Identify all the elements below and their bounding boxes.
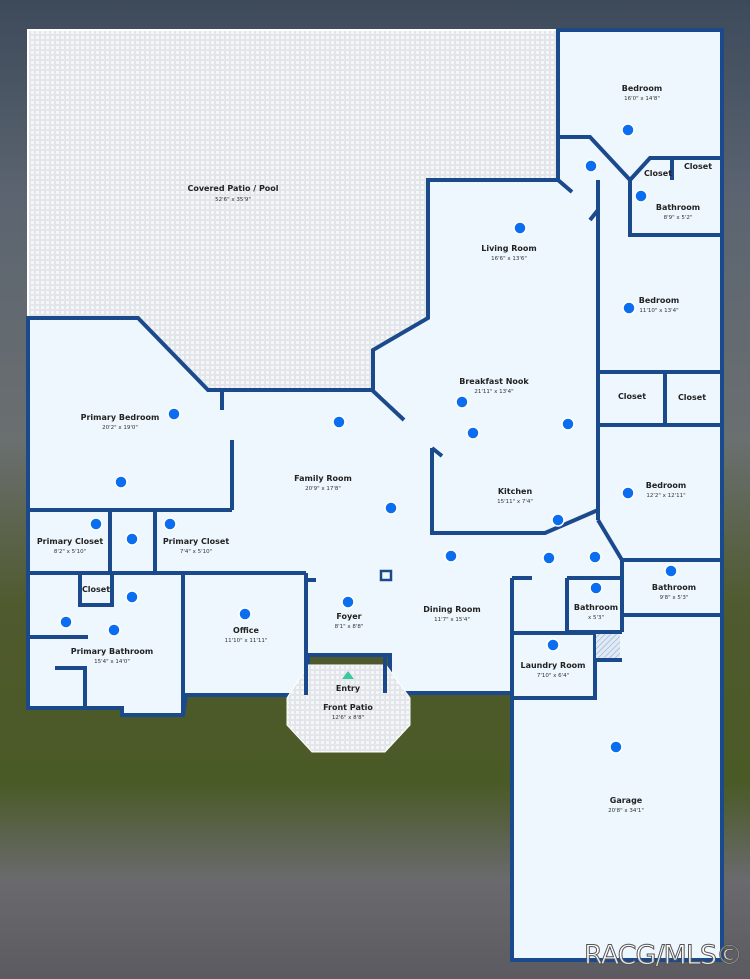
room-dims: 11'10" x 13'4" [639, 308, 678, 314]
hotspot-marker[interactable] [584, 159, 598, 173]
room-dims: 15'4" x 14'0" [94, 659, 130, 665]
room-dims: 11'7" x 15'4" [434, 617, 470, 623]
house-floor [28, 30, 722, 960]
hotspot-marker[interactable] [551, 513, 565, 527]
hotspot-marker[interactable] [664, 564, 678, 578]
room-name: Kitchen [498, 487, 533, 496]
hotspot-marker[interactable] [466, 426, 480, 440]
hatched-area [596, 634, 620, 658]
room-name: Foyer [336, 612, 361, 621]
hotspot-marker[interactable] [621, 486, 635, 500]
hotspot-marker[interactable] [588, 550, 602, 564]
hotspot-marker[interactable] [332, 415, 346, 429]
hotspot-marker[interactable] [622, 301, 636, 315]
watermark: RACG/MLS© [583, 940, 743, 972]
hotspot-marker[interactable] [341, 595, 355, 609]
room-name: Front Patio [323, 703, 373, 712]
hotspot-marker[interactable] [609, 740, 623, 754]
hotspot-marker[interactable] [89, 517, 103, 531]
room-name: Dining Room [423, 605, 481, 614]
hotspot-marker[interactable] [634, 189, 648, 203]
room-name: Bedroom [639, 296, 680, 305]
room-name: Bedroom [622, 84, 663, 93]
room-dims: 16'0" x 14'8" [624, 96, 660, 102]
room-dims: 16'6" x 13'6" [491, 256, 527, 262]
room-name: Closet [644, 169, 672, 178]
hotspot-marker[interactable] [114, 475, 128, 489]
hotspot-marker[interactable] [125, 590, 139, 604]
room-name: Primary Bedroom [81, 413, 160, 422]
room-dims: x 5'3" [588, 615, 604, 621]
room-name: Garage [610, 796, 643, 805]
room-dims: 8'1" x 8'8" [335, 624, 364, 630]
room-dims: 11'10" x 11'11" [225, 638, 268, 644]
room-name: Primary Bathroom [71, 647, 154, 656]
room-name: Closet [618, 392, 646, 401]
room-dims: 8'2" x 5'10" [54, 549, 86, 555]
room-dims: 7'10" x 6'4" [537, 673, 569, 679]
room-name: Closet [82, 585, 110, 594]
hotspot-marker[interactable] [238, 607, 252, 621]
room-name: Bathroom [656, 203, 700, 212]
room-name: Office [233, 626, 259, 635]
hotspot-marker[interactable] [163, 517, 177, 531]
hotspot-marker[interactable] [107, 623, 121, 637]
room-name: Bathroom [574, 603, 618, 612]
exterior-wall [26, 28, 724, 962]
room-labels: Covered Patio / Pool 52'6" x 35'9" Bedro… [37, 84, 712, 814]
room-dims: 20'8" x 34'1" [608, 808, 644, 814]
room-name: Primary Closet [37, 537, 104, 546]
room-dims: 52'6" x 35'9" [215, 197, 251, 203]
hotspot-marker[interactable] [444, 549, 458, 563]
hotspot-marker[interactable] [167, 407, 181, 421]
room-dims: 12'6" x 8'8" [332, 715, 364, 721]
room-dims: 7'4" x 5'10" [180, 549, 212, 555]
room-name: Closet [678, 393, 706, 402]
hotspot-marker[interactable] [589, 581, 603, 595]
hotspot-marker[interactable] [621, 123, 635, 137]
room-dims: 21'11" x 13'4" [474, 389, 513, 395]
room-name: Entry [336, 684, 361, 693]
hotspots[interactable] [59, 123, 678, 754]
room-name: Breakfast Nook [459, 377, 529, 386]
room-name: Primary Closet [163, 537, 230, 546]
room-dims: 9'8" x 5'3" [660, 595, 689, 601]
hotspot-marker[interactable] [561, 417, 575, 431]
hotspot-marker[interactable] [546, 638, 560, 652]
column [379, 569, 393, 582]
entry-marker-icon [342, 671, 354, 679]
room-dims: 8'9" x 5'2" [664, 215, 693, 221]
hotspot-marker[interactable] [513, 221, 527, 235]
hotspot-marker[interactable] [125, 532, 139, 546]
room-dims: 20'2" x 19'0" [102, 425, 138, 431]
hotspot-marker[interactable] [542, 551, 556, 565]
room-name: Bedroom [646, 481, 687, 490]
hotspot-marker[interactable] [455, 395, 469, 409]
room-name: Laundry Room [520, 661, 585, 670]
interior-walls [28, 135, 722, 715]
room-name: Bathroom [652, 583, 696, 592]
hotspot-marker[interactable] [384, 501, 398, 515]
hotspot-marker[interactable] [59, 615, 73, 629]
front-patio-area [286, 664, 411, 753]
room-name: Living Room [481, 244, 537, 253]
room-dims: 15'11" x 7'4" [497, 499, 533, 505]
room-dims: 12'2" x 12'11" [646, 493, 685, 499]
room-name: Family Room [294, 474, 352, 483]
room-dims: 20'9" x 17'8" [305, 486, 341, 492]
room-name: Covered Patio / Pool [187, 184, 278, 193]
room-name: Closet [684, 162, 712, 171]
